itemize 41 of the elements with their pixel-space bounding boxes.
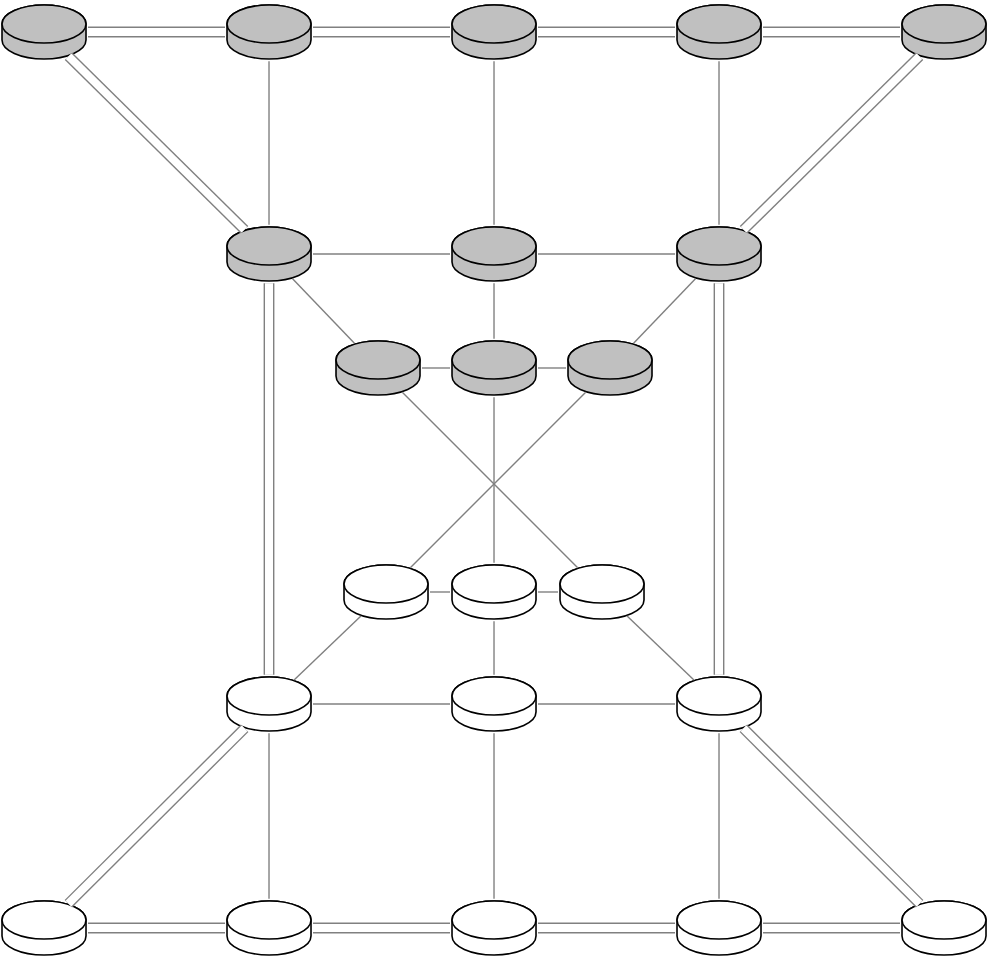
disk <box>676 900 762 956</box>
disk <box>901 900 987 956</box>
disk <box>1 900 87 956</box>
double-line <box>64 724 249 908</box>
double-line <box>88 26 225 38</box>
line <box>293 615 362 681</box>
line <box>312 253 451 255</box>
double-line <box>88 922 225 934</box>
disk <box>901 4 987 60</box>
double-line <box>739 724 924 908</box>
line <box>493 620 495 676</box>
double-line <box>538 922 675 934</box>
line <box>537 253 676 255</box>
line <box>537 703 676 705</box>
line <box>312 703 451 705</box>
double-line <box>313 922 450 934</box>
double-line <box>313 26 450 38</box>
line <box>718 732 720 900</box>
line <box>268 60 270 226</box>
line <box>626 615 695 681</box>
line <box>493 60 495 226</box>
line <box>632 277 697 345</box>
line <box>291 277 356 345</box>
double-line <box>713 283 725 675</box>
double-line <box>538 26 675 38</box>
line <box>421 367 451 369</box>
line <box>493 282 495 340</box>
double-line <box>263 283 275 675</box>
double-line <box>64 52 249 234</box>
line <box>429 591 451 593</box>
disk <box>451 900 537 956</box>
double-line <box>739 52 924 234</box>
line <box>537 367 567 369</box>
line <box>718 60 720 226</box>
double-line <box>763 26 900 38</box>
double-line <box>763 922 900 934</box>
line <box>268 732 270 900</box>
disk <box>226 900 312 956</box>
line <box>537 591 559 593</box>
line <box>493 732 495 900</box>
line <box>493 396 495 564</box>
